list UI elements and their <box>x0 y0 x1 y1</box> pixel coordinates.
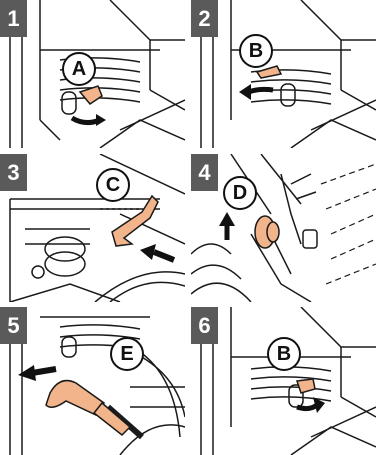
insert-arrow-icon <box>140 244 156 260</box>
engine-illustration <box>0 307 185 455</box>
callout-label: C <box>96 168 130 202</box>
part-b-highlight <box>297 379 315 393</box>
part-e-highlight <box>46 381 104 415</box>
engine-illustration <box>191 154 376 302</box>
step-number-badge: 2 <box>191 0 218 37</box>
step-3-panel: 3 C <box>0 154 185 302</box>
callout-label: D <box>223 176 257 210</box>
step-number-badge: 6 <box>191 307 218 344</box>
step-number-badge: 3 <box>0 154 27 191</box>
part-c-highlight <box>112 196 158 246</box>
step-number-badge: 1 <box>0 0 27 37</box>
step-number-badge: 5 <box>0 307 27 344</box>
callout-label: B <box>239 34 273 68</box>
engine-illustration <box>191 0 376 148</box>
callout-label: B <box>267 337 301 371</box>
step-5-panel: 5 E <box>0 307 185 455</box>
step-number-badge: 4 <box>191 154 218 191</box>
step-6-panel: 6 B <box>191 307 376 455</box>
pull-arrow-icon <box>18 365 36 381</box>
pull-arrow-icon <box>239 84 251 100</box>
engine-illustration <box>0 154 185 302</box>
turn-arrow-icon <box>96 114 106 126</box>
step-4-panel: 4 D <box>191 154 376 302</box>
step-2-panel: 2 B <box>191 0 376 148</box>
callout-label: A <box>62 52 96 86</box>
rotate-arrow-icon <box>219 212 235 226</box>
part-b-highlight <box>257 66 281 78</box>
step-1-panel: 1 A <box>0 0 185 148</box>
engine-illustration <box>191 307 376 455</box>
callout-label: E <box>110 337 144 371</box>
